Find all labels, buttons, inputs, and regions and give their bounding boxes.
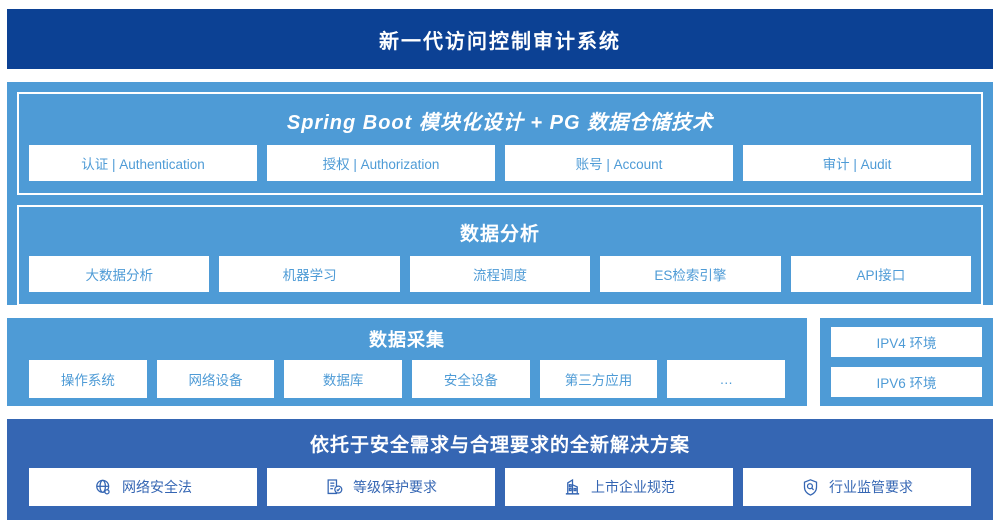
card-row-data-analysis: 大数据分析 机器学习 流程调度 ES检索引擎 API接口 [29,256,972,292]
platform-block: Spring Boot 模块化设计 + PG 数据仓储技术 认证 | Authe… [7,82,993,306]
panel-data-analysis: 数据分析 大数据分析 机器学习 流程调度 ES检索引擎 API接口 [17,205,983,306]
card-row-spring-boot: 认证 | Authentication 授权 | Authorization 账… [29,145,971,181]
solution-block: 依托于安全需求与合理要求的全新解决方案 网络安全法 [7,419,993,520]
document-check-icon [325,478,344,497]
building-icon [563,478,582,497]
panel-title-solution: 依托于安全需求与合理要求的全新解决方案 [309,435,690,456]
card-network-device[interactable]: 网络设备 [156,360,275,398]
card-row-data-collection: 操作系统 网络设备 数据库 安全设备 第三方应用 … [29,360,786,398]
card-machine-learning[interactable]: 机器学习 [219,256,400,292]
card-ipv4-environment[interactable]: IPV4 环境 [831,327,982,357]
data-collection-block: 数据采集 操作系统 网络设备 数据库 安全设备 第三方应用 … [7,318,807,406]
card-audit[interactable]: 审计 | Audit [743,145,971,181]
card-label: 网络安全法 [122,479,192,495]
card-api-interface[interactable]: API接口 [790,256,972,292]
card-account[interactable]: 账号 | Account [505,145,733,181]
card-cybersecurity-law[interactable]: 网络安全法 [29,468,257,506]
card-process-scheduling[interactable]: 流程调度 [409,256,591,292]
shield-search-icon [801,478,820,497]
page-title: 新一代访问控制审计系统 [379,30,621,53]
card-operating-system[interactable]: 操作系统 [29,360,147,398]
card-es-search-engine[interactable]: ES检索引擎 [600,256,781,292]
panel-title-data-collection: 数据采集 [369,330,445,350]
card-label: 等级保护要求 [353,479,437,495]
ipv-environment-block: IPV4 环境 IPV6 环境 [820,318,993,406]
card-authentication[interactable]: 认证 | Authentication [29,145,257,181]
card-more[interactable]: … [667,360,786,398]
card-classified-protection[interactable]: 等级保护要求 [267,468,495,506]
card-row-solution: 网络安全法 等级保护要求 [29,468,971,506]
panel-spring-boot: Spring Boot 模块化设计 + PG 数据仓储技术 认证 | Authe… [17,92,983,195]
panel-title-data-analysis: 数据分析 [459,224,540,245]
card-listed-enterprise-norms[interactable]: 上市企业规范 [505,468,733,506]
card-third-party-app[interactable]: 第三方应用 [539,360,658,398]
card-database[interactable]: 数据库 [284,360,403,398]
card-security-device[interactable]: 安全设备 [412,360,530,398]
page-header: 新一代访问控制审计系统 [7,9,993,69]
panel-title-spring-boot: Spring Boot 模块化设计 + PG 数据仓储技术 [286,112,714,134]
card-big-data-analysis[interactable]: 大数据分析 [29,256,210,292]
card-ipv6-environment[interactable]: IPV6 环境 [831,367,982,397]
card-industry-supervision[interactable]: 行业监管要求 [743,468,971,506]
globe-icon [94,478,113,497]
card-label: 行业监管要求 [829,479,913,495]
card-label: 上市企业规范 [591,479,675,495]
card-authorization[interactable]: 授权 | Authorization [267,145,495,181]
